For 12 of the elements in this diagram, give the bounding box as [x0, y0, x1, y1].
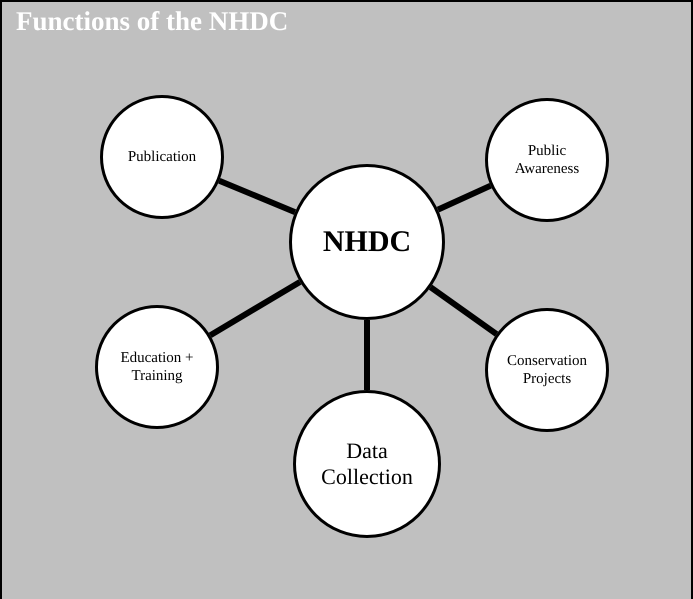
node-label: Conservation Projects: [506, 352, 588, 388]
node-label: Education + Training: [119, 349, 195, 385]
connector-line: [364, 320, 370, 390]
node-label: Publication: [126, 148, 198, 166]
node-label: Data Collection: [320, 438, 414, 490]
connector-line: [436, 182, 492, 212]
connector-line: [208, 279, 302, 338]
connector-line: [428, 284, 498, 337]
diagram-title: Functions of the NHDC: [16, 6, 288, 37]
node-label: Public Awareness: [514, 142, 580, 178]
node-label: NHDC: [322, 224, 412, 260]
connector-line: [218, 178, 296, 215]
